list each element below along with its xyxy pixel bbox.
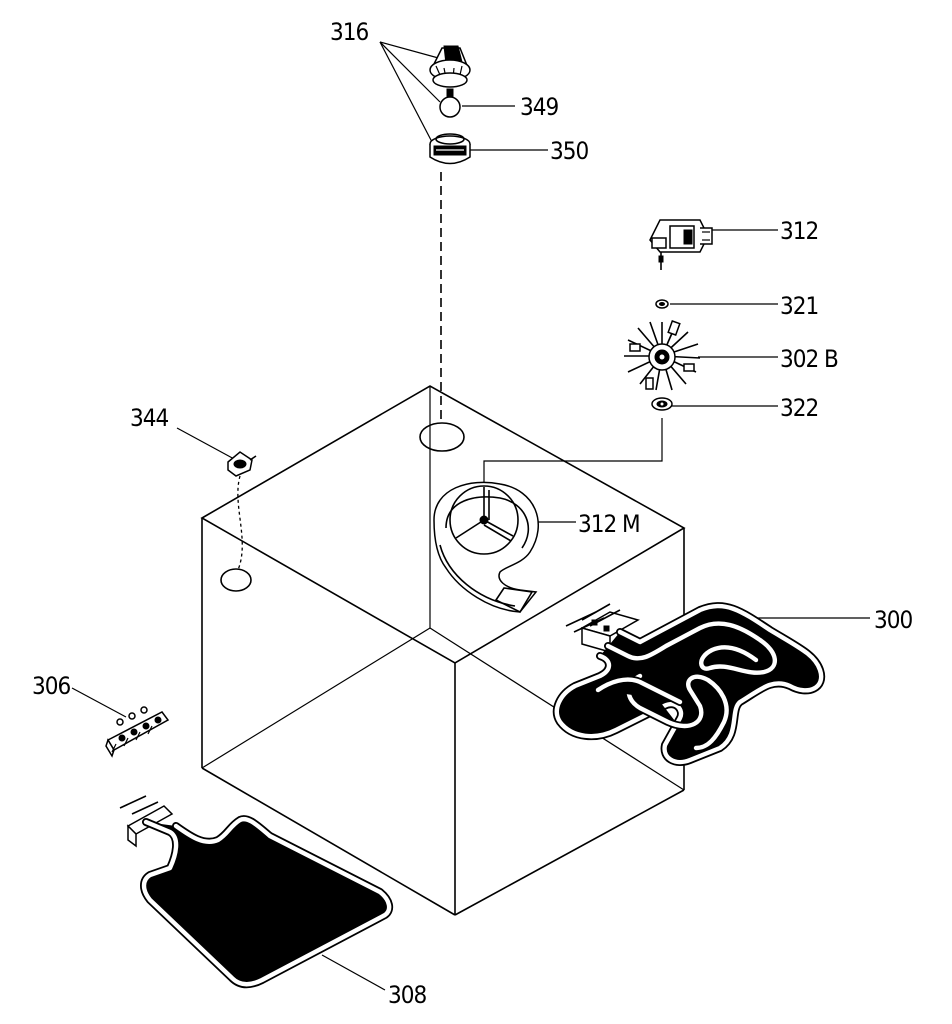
terminal-block bbox=[105, 706, 170, 758]
nut bbox=[651, 397, 673, 411]
thermostat-knob bbox=[429, 45, 471, 88]
bottom-element bbox=[119, 795, 389, 984]
grill-element bbox=[557, 604, 821, 762]
label-300: 300 bbox=[874, 606, 912, 634]
label-349: 349 bbox=[520, 93, 558, 121]
label-302b: 302 B bbox=[780, 345, 838, 373]
washer bbox=[655, 299, 669, 309]
label-312m: 312 M bbox=[578, 510, 640, 538]
label-344: 344 bbox=[130, 404, 168, 432]
label-350: 350 bbox=[550, 137, 588, 165]
label-308: 308 bbox=[388, 981, 426, 1009]
bezel-ring bbox=[429, 133, 471, 165]
label-322: 322 bbox=[780, 394, 818, 422]
label-321: 321 bbox=[780, 292, 818, 320]
lamp-holder bbox=[227, 451, 257, 477]
label-316: 316 bbox=[330, 18, 368, 46]
label-306: 306 bbox=[32, 672, 70, 700]
fan-blade bbox=[624, 320, 701, 391]
fan-shroud bbox=[433, 481, 539, 614]
label-312: 312 bbox=[780, 217, 818, 245]
fan-motor bbox=[649, 219, 713, 270]
part-labels: 316 349 350 312 321 302 B 322 344 312 M … bbox=[32, 18, 913, 1009]
spring-pin bbox=[439, 88, 461, 118]
